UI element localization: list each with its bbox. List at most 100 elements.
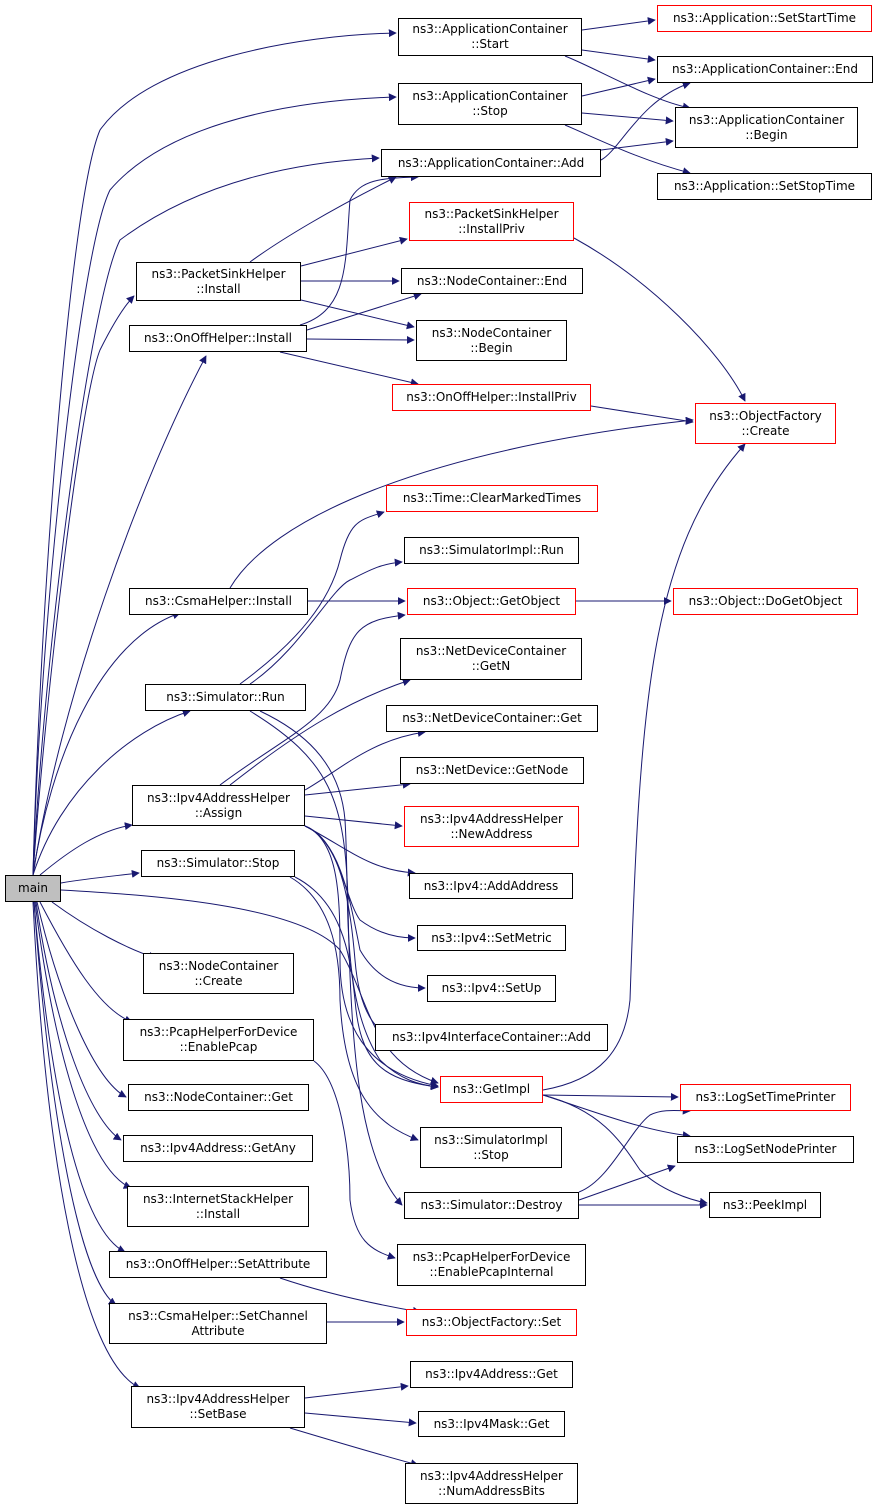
node-app-container-begin[interactable]: ns3::ApplicationContainer::Begin <box>675 107 858 148</box>
node-main: main <box>5 875 61 902</box>
node-ipv4-set-up[interactable]: ns3::Ipv4::SetUp <box>427 975 556 1002</box>
node-net-device-get-node[interactable]: ns3::NetDevice::GetNode <box>400 757 584 784</box>
node-log-set-node-printer[interactable]: ns3::LogSetNodePrinter <box>677 1136 854 1163</box>
node-simulator-run[interactable]: ns3::Simulator::Run <box>145 684 306 711</box>
edge-main-to-node-container-get <box>36 901 127 1098</box>
node-node-container-end-label: ns3::NodeContainer::End <box>416 273 568 288</box>
node-app-set-start-time[interactable]: ns3::Application::SetStartTime <box>657 5 872 32</box>
node-node-container-begin-line2: ::Begin <box>470 340 513 355</box>
node-internet-stack-install[interactable]: ns3::InternetStackHelper::Install <box>127 1186 309 1227</box>
node-node-container-create-line1: ns3::NodeContainer <box>158 958 279 973</box>
edge-simulator-stop-to-get-impl <box>294 876 439 1091</box>
node-node-container-begin-line1: ns3::NodeContainer <box>431 325 552 340</box>
node-onoff-set-attribute[interactable]: ns3::OnOffHelper::SetAttribute <box>109 1251 327 1278</box>
node-node-container-create[interactable]: ns3::NodeContainer::Create <box>143 953 294 994</box>
node-onoff-install-priv-label: ns3::OnOffHelper::InstallPriv <box>406 390 577 404</box>
node-object-factory-set[interactable]: ns3::ObjectFactory::Set <box>406 1309 577 1336</box>
node-ipv4-address-helper-num-bits[interactable]: ns3::Ipv4AddressHelper::NumAddressBits <box>405 1463 578 1504</box>
node-object-do-get-object[interactable]: ns3::Object::DoGetObject <box>673 588 858 615</box>
edge-set-base-to-num-bits <box>289 1427 419 1468</box>
node-net-device-container-getn-line2: ::GetN <box>471 659 511 673</box>
edge-main-to-app-start <box>32 29 397 876</box>
edge-destroy-to-log-node-printer <box>578 1164 676 1201</box>
edge-simulator-run-to-impl-run <box>249 558 403 685</box>
node-onoff-install-priv[interactable]: ns3::OnOffHelper::InstallPriv <box>392 384 591 411</box>
node-ipv4-address-helper-set-base-line1: ns3::Ipv4AddressHelper <box>146 1392 290 1406</box>
node-net-device-container-getn[interactable]: ns3::NetDeviceContainer::GetN <box>400 638 582 680</box>
node-simulator-impl-stop[interactable]: ns3::SimulatorImpl::Stop <box>420 1127 562 1168</box>
edge-main-to-node-container-create <box>51 901 157 960</box>
node-log-set-node-printer-label: ns3::LogSetNodePrinter <box>694 1142 837 1156</box>
node-log-set-time-printer[interactable]: ns3::LogSetTimePrinter <box>680 1084 851 1111</box>
node-node-container-end[interactable]: ns3::NodeContainer::End <box>401 268 583 294</box>
edge-app-add-to-end <box>600 81 691 161</box>
node-ipv4-address-helper-assign[interactable]: ns3::Ipv4AddressHelper::Assign <box>132 785 305 826</box>
edge-onoff-install-to-node-end <box>306 292 422 331</box>
node-node-container-get-label: ns3::NodeContainer::Get <box>144 1090 293 1104</box>
node-main-label: main <box>18 881 48 895</box>
edge-main-to-onoff-set-attribute <box>33 901 126 1253</box>
edge-main-to-app-add <box>32 154 380 876</box>
node-packet-sink-install[interactable]: ns3::PacketSinkHelper::Install <box>136 262 301 301</box>
node-time-clear-marked[interactable]: ns3::Time::ClearMarkedTimes <box>386 485 598 512</box>
edge-assign-to-net-device-get-node <box>304 780 411 796</box>
edge-app-start-to-set-start-time <box>581 17 656 31</box>
edge-simulator-stop-to-impl-stop <box>289 876 419 1142</box>
node-app-set-start-time-label: ns3::Application::SetStartTime <box>672 11 857 25</box>
node-node-container-begin[interactable]: ns3::NodeContainer::Begin <box>416 320 567 361</box>
node-node-container-get[interactable]: ns3::NodeContainer::Get <box>128 1084 309 1111</box>
node-csma-set-channel-attribute-line2: Attribute <box>191 1323 245 1338</box>
node-object-get-object[interactable]: ns3::Object::GetObject <box>407 588 576 615</box>
node-app-container-end[interactable]: ns3::ApplicationContainer::End <box>657 56 873 83</box>
node-simulator-impl-run-label: ns3::SimulatorImpl::Run <box>419 543 564 557</box>
node-ipv4-address-helper-assign-line1: ns3::Ipv4AddressHelper <box>147 790 290 805</box>
edge-assign-to-get-impl <box>304 825 439 1089</box>
edge-app-add-to-begin <box>600 137 674 151</box>
node-app-stop[interactable]: ns3::ApplicationContainer::Stop <box>398 83 582 125</box>
edge-main-to-ipv4-assign <box>39 822 133 876</box>
node-onoff-install[interactable]: ns3::OnOffHelper::Install <box>129 325 307 352</box>
node-app-stop-line1: ns3::ApplicationContainer <box>412 89 568 103</box>
node-object-factory-create-line2: ::Create <box>741 423 790 438</box>
node-ipv4-address-helper-set-base[interactable]: ns3::Ipv4AddressHelper::SetBase <box>131 1386 305 1428</box>
node-ipv4-address-get-any[interactable]: ns3::Ipv4Address::GetAny <box>123 1135 313 1162</box>
edge-onoff-set-attr-to-factory-set <box>279 1277 421 1315</box>
node-object-factory-set-label: ns3::ObjectFactory::Set <box>421 1315 562 1329</box>
node-ipv4-address-get[interactable]: ns3::Ipv4Address::Get <box>410 1361 573 1388</box>
node-peek-impl[interactable]: ns3::PeekImpl <box>709 1192 821 1218</box>
node-object-factory-create[interactable]: ns3::ObjectFactory::Create <box>695 403 836 444</box>
node-app-container-add[interactable]: ns3::ApplicationContainer::Add <box>381 149 601 177</box>
edge-main-to-csma-install <box>32 611 181 876</box>
node-simulator-stop[interactable]: ns3::Simulator::Stop <box>141 850 295 877</box>
node-app-set-stop-time[interactable]: ns3::Application::SetStopTime <box>657 173 872 200</box>
node-ipv4-address-get-any-label: ns3::Ipv4Address::GetAny <box>140 1141 296 1155</box>
node-net-device-container-get[interactable]: ns3::NetDeviceContainer::Get <box>386 705 598 732</box>
node-simulator-impl-run[interactable]: ns3::SimulatorImpl::Run <box>404 537 579 564</box>
edge-destroy-to-log-time-printer <box>578 1106 691 1193</box>
node-simulator-impl-stop-line2: ::Stop <box>473 1147 509 1162</box>
node-onoff-set-attribute-label: ns3::OnOffHelper::SetAttribute <box>125 1257 311 1271</box>
edge-assign-to-getn <box>229 678 411 786</box>
node-ipv4-add-address[interactable]: ns3::Ipv4::AddAddress <box>409 873 573 899</box>
node-pcap-enable-pcap[interactable]: ns3::PcapHelperForDevice::EnablePcap <box>123 1019 314 1061</box>
edge-app-start-to-begin <box>564 55 691 111</box>
node-pcap-enable-pcap-internal[interactable]: ns3::PcapHelperForDevice::EnablePcapInte… <box>397 1244 586 1286</box>
node-csma-install[interactable]: ns3::CsmaHelper::Install <box>129 588 308 615</box>
node-simulator-destroy[interactable]: ns3::Simulator::Destroy <box>404 1192 579 1219</box>
edge-simulator-run-to-destroy-path <box>249 710 403 1206</box>
node-ipv4-address-helper-new-address-line2: ::NewAddress <box>450 826 533 841</box>
node-packet-sink-install-priv[interactable]: ns3::PacketSinkHelper::InstallPriv <box>409 202 574 241</box>
node-get-impl[interactable]: ns3::GetImpl <box>440 1076 543 1103</box>
node-packet-sink-install-line2: ::Install <box>196 281 241 296</box>
node-simulator-impl-stop-line1: ns3::SimulatorImpl <box>434 1132 548 1147</box>
edge-get-impl-to-create <box>542 443 746 1091</box>
node-ipv4-interface-container-add[interactable]: ns3::Ipv4InterfaceContainer::Add <box>375 1024 608 1051</box>
node-ipv4-set-metric[interactable]: ns3::Ipv4::SetMetric <box>417 925 566 951</box>
node-ipv4-address-helper-new-address[interactable]: ns3::Ipv4AddressHelper::NewAddress <box>404 806 579 847</box>
node-app-start-line2: ::Start <box>471 37 509 51</box>
edge-app-stop-to-end <box>581 76 656 97</box>
node-ipv4-mask-get[interactable]: ns3::Ipv4Mask::Get <box>418 1411 565 1437</box>
node-app-start[interactable]: ns3::ApplicationContainer::Start <box>398 18 582 56</box>
